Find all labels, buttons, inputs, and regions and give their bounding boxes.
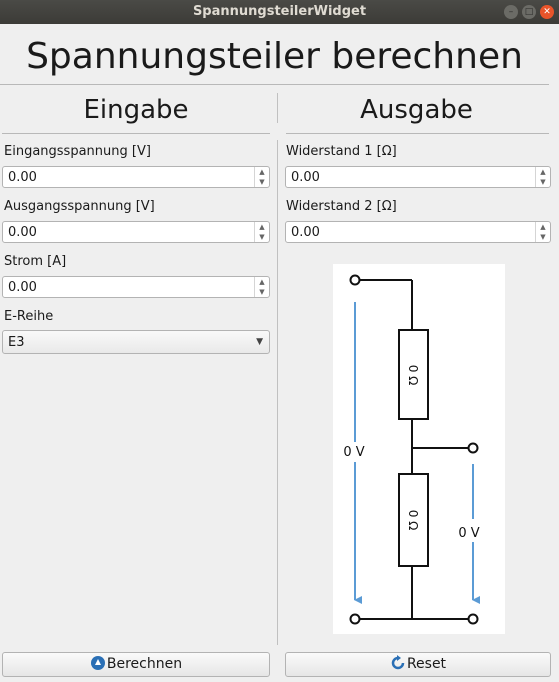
widerstand1-spinbox[interactable]: 0.00 ▲ ▼ (285, 166, 551, 188)
ereihe-label: E-Reihe (4, 309, 54, 324)
spin-down-icon[interactable]: ▼ (259, 288, 265, 296)
spin-down-icon[interactable]: ▼ (259, 233, 265, 241)
input-section-title: Eingabe (83, 95, 189, 125)
widerstand1-label: Widerstand 1 [Ω] (286, 144, 397, 159)
r1-label: 0 Ω (406, 365, 420, 386)
reset-label: Reset (406, 656, 447, 672)
output-section-title: Ausgabe (360, 95, 473, 125)
circuit-wires (355, 279, 473, 620)
spin-up-icon[interactable]: ▲ (540, 223, 546, 231)
terminal-out-top (467, 442, 479, 454)
output-divider (286, 133, 549, 134)
terminal-out-bottom (467, 613, 479, 625)
widerstand2-label: Widerstand 2 [Ω] (286, 199, 397, 214)
refresh-icon (390, 655, 406, 679)
calculate-icon (90, 655, 106, 679)
ausgangsspannung-spinbox[interactable]: 0.00 ▲ ▼ (2, 221, 270, 243)
column-divider (277, 140, 278, 645)
ereihe-value[interactable]: E3 (8, 335, 25, 350)
window-titlebar: SpannungsteilerWidget (0, 0, 559, 24)
widerstand2-spinbox[interactable]: 0.00 ▲ ▼ (285, 221, 551, 243)
spin-up-icon[interactable]: ▲ (259, 168, 265, 176)
close-icon[interactable]: ✕ (540, 5, 554, 19)
widerstand2-value[interactable]: 0.00 (291, 225, 320, 240)
v-out-label: 0 V (458, 526, 479, 541)
resistor-1 (398, 329, 429, 420)
strom-label: Strom [A] (4, 254, 67, 269)
chevron-down-icon[interactable]: ▼ (256, 337, 263, 347)
strom-value[interactable]: 0.00 (8, 280, 37, 295)
terminal-in-bottom (349, 613, 361, 625)
column-divider-top (277, 93, 278, 123)
maximize-icon[interactable]: □ (522, 5, 536, 19)
r2-label: 0 Ω (406, 510, 420, 531)
widerstand1-value[interactable]: 0.00 (291, 170, 320, 185)
reset-button[interactable]: Reset (285, 652, 551, 677)
berechnen-button[interactable]: Berechnen (2, 652, 270, 677)
spin-up-icon[interactable]: ▲ (259, 278, 265, 286)
page-title: Spannungsteiler berechnen (26, 36, 523, 77)
window-title: SpannungsteilerWidget (192, 4, 367, 19)
resistor-2 (398, 473, 429, 567)
ausgangsspannung-value[interactable]: 0.00 (8, 225, 37, 240)
terminal-in-top (349, 274, 361, 286)
ereihe-combobox[interactable]: E3 ▼ (2, 330, 270, 354)
spin-up-icon[interactable]: ▲ (540, 168, 546, 176)
spin-down-icon[interactable]: ▼ (540, 233, 546, 241)
minimize-icon[interactable]: – (504, 5, 518, 19)
spin-down-icon[interactable]: ▼ (540, 178, 546, 186)
voltage-divider-diagram: 0 V 0 V 0 Ω 0 Ω (333, 264, 505, 634)
eingangsspannung-spinbox[interactable]: 0.00 ▲ ▼ (2, 166, 270, 188)
berechnen-label: Berechnen (106, 656, 183, 672)
ausgangsspannung-label: Ausgangsspannung [V] (4, 199, 155, 214)
heading-divider (0, 84, 549, 85)
eingangsspannung-label: Eingangsspannung [V] (4, 144, 151, 159)
eingangsspannung-value[interactable]: 0.00 (8, 170, 37, 185)
strom-spinbox[interactable]: 0.00 ▲ ▼ (2, 276, 270, 298)
spin-up-icon[interactable]: ▲ (259, 223, 265, 231)
input-divider (2, 133, 270, 134)
circuit-svg: 0 V 0 V 0 Ω 0 Ω (343, 274, 480, 625)
v-in-label: 0 V (343, 445, 364, 460)
spin-down-icon[interactable]: ▼ (259, 178, 265, 186)
